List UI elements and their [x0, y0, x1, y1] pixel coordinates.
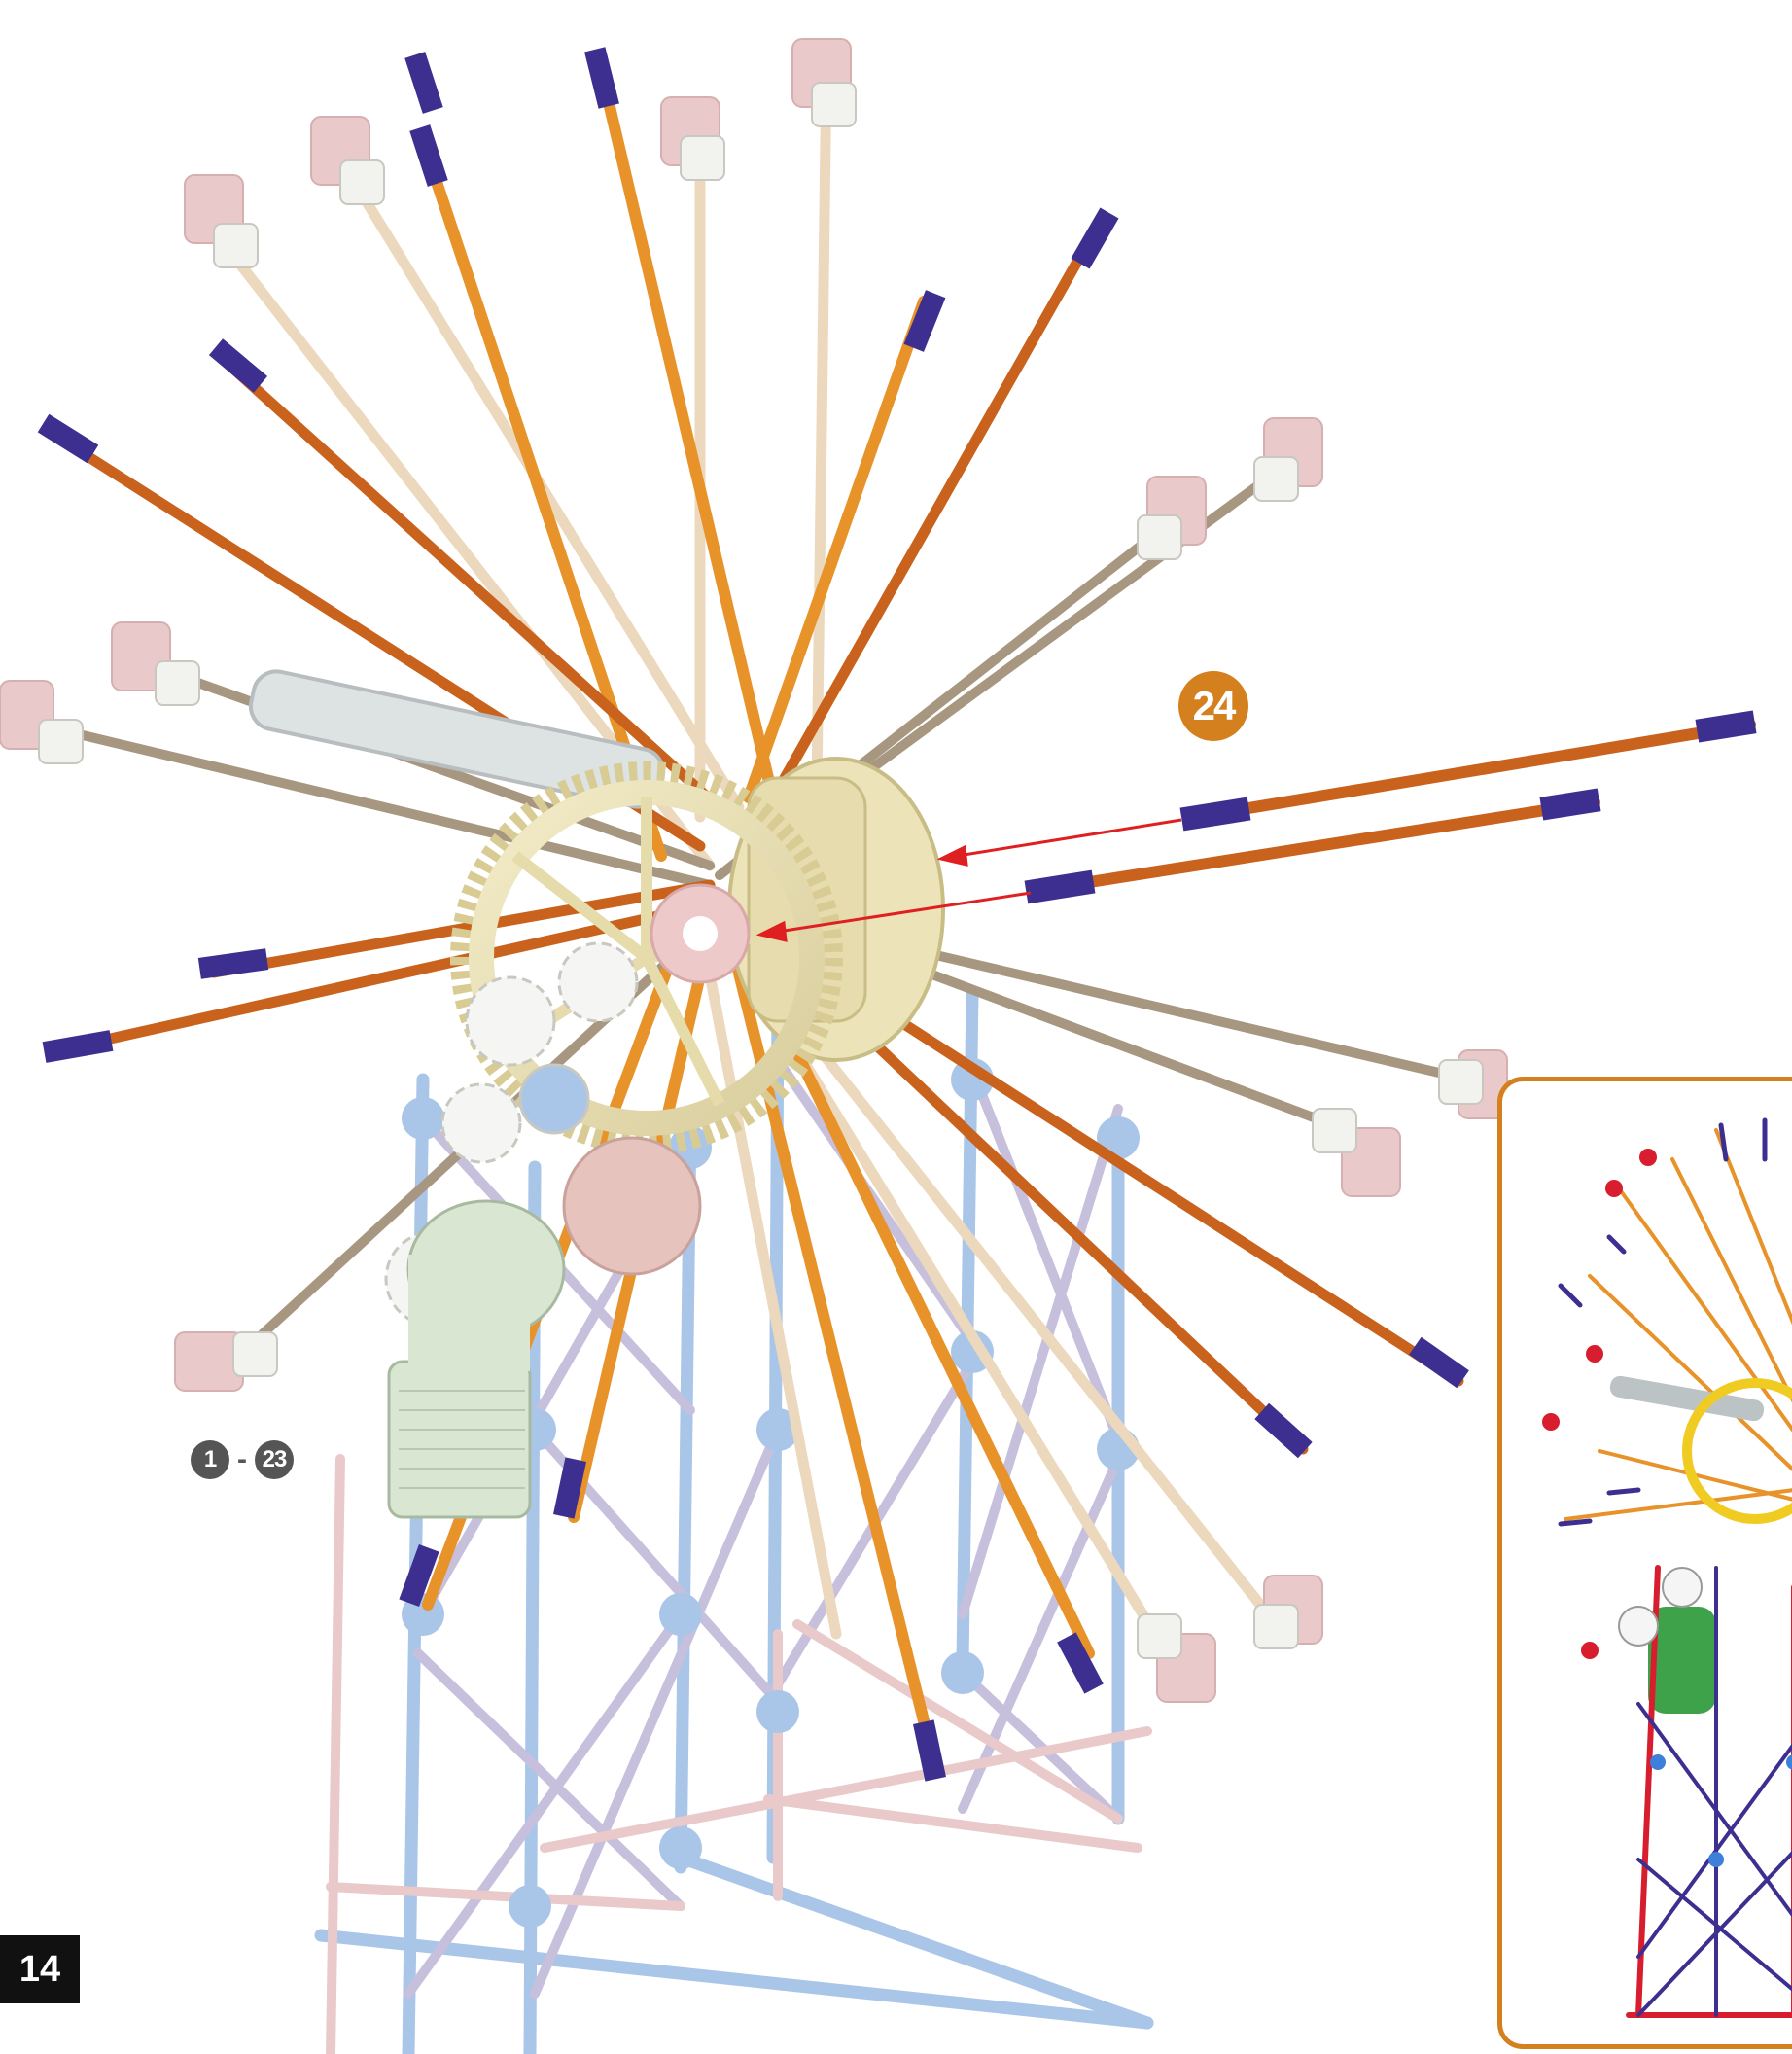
previous-steps-indicator: 1 - 23	[191, 1439, 294, 1480]
completed-model-inset	[1497, 1077, 1792, 2049]
step-number-badge: 24	[1178, 671, 1248, 741]
tower-frame	[314, 985, 1154, 2054]
previous-step-from: 1	[191, 1440, 229, 1479]
assembly-arrows	[755, 818, 1182, 942]
pink-gear	[562, 1136, 702, 1276]
completed-model-preview	[1542, 1117, 1792, 2018]
new-rods	[1024, 710, 1757, 904]
large-gear	[450, 761, 843, 1154]
hub-housing	[727, 757, 945, 1062]
range-separator: -	[237, 1443, 247, 1475]
page-number: 14	[0, 1935, 80, 2003]
motor	[387, 1199, 566, 1519]
previous-step-to: 23	[255, 1440, 294, 1479]
